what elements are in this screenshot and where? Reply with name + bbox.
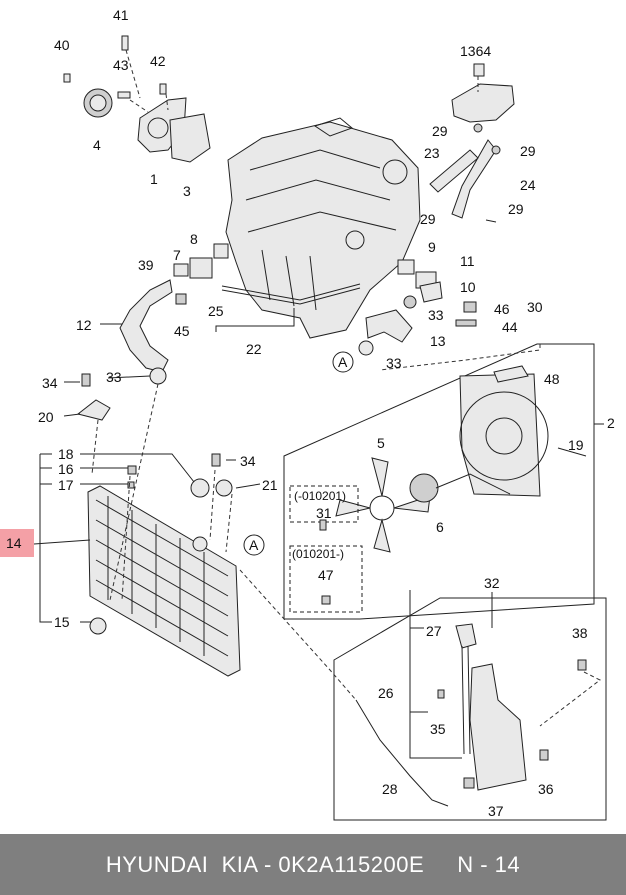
callout-3: 3 [183, 183, 191, 199]
marker-a-top: A [338, 354, 348, 370]
callout-13: 13 [430, 333, 446, 349]
callout-23: 23 [424, 145, 440, 161]
callout-7: 7 [173, 247, 181, 263]
callout-45: 45 [174, 323, 190, 339]
callout-39: 39 [138, 257, 154, 273]
callout-46: 46 [494, 301, 510, 317]
callout-34-b: 34 [240, 453, 256, 469]
callout-5: 5 [377, 435, 385, 451]
callout-17: 17 [58, 477, 74, 493]
callout-9: 9 [428, 239, 436, 255]
callout-date-before: (-010201) [294, 489, 346, 503]
callout-35: 35 [430, 721, 446, 737]
callout-4: 4 [93, 137, 101, 153]
callout-36: 36 [538, 781, 554, 797]
callout-30: 30 [527, 299, 543, 315]
callout-41: 41 [113, 7, 129, 23]
callout-12: 12 [76, 317, 92, 333]
callout-38: 38 [572, 625, 588, 641]
callout-20: 20 [38, 409, 54, 425]
callout-8: 8 [190, 231, 198, 247]
callout-16: 16 [58, 461, 74, 477]
callout-21: 21 [262, 477, 278, 493]
callout-22: 22 [246, 341, 262, 357]
footer-part-number: HYUNDAI KIA - 0K2A115200E N - 14 [105, 851, 521, 877]
callout-29-c: 29 [420, 211, 436, 227]
callout-29-b: 29 [520, 143, 536, 159]
callout-6: 6 [436, 519, 444, 535]
callout-15: 15 [54, 614, 70, 630]
callout-2: 2 [607, 415, 615, 431]
connection-lines [91, 49, 601, 727]
callout-29-d: 29 [508, 201, 524, 217]
callout-19: 19 [568, 437, 584, 453]
fan-group [283, 343, 595, 620]
marker-a-circle-top [332, 351, 354, 373]
callout-44: 44 [502, 319, 518, 335]
callout-14-highlight [0, 529, 34, 557]
callout-27: 27 [426, 623, 442, 639]
radiator [76, 373, 241, 677]
callout-42: 42 [150, 53, 166, 69]
callout-date-after: (010201-) [292, 547, 344, 561]
marker-a-circle-bottom [243, 534, 265, 556]
callout-37: 37 [488, 803, 504, 819]
callout-26: 26 [378, 685, 394, 701]
callout-40: 40 [54, 37, 70, 53]
callout-29-a: 29 [432, 123, 448, 139]
outlet-group [358, 259, 477, 356]
footer-bar: HYUNDAI KIA - 0K2A115200E N - 14 [0, 834, 626, 895]
callout-47: 47 [318, 567, 334, 583]
callout-43: 43 [113, 57, 129, 73]
callout-28: 28 [382, 781, 398, 797]
callout-1: 1 [150, 171, 158, 187]
marker-a-bottom: A [249, 537, 259, 553]
water-pump-group [63, 35, 211, 163]
callout-31: 31 [316, 505, 332, 521]
callout-48: 48 [544, 371, 560, 387]
callout-14: 14 [6, 535, 22, 551]
engine-block [225, 117, 421, 339]
parts-diagram: 41 40 42 43 4 1 3 1364 29 23 29 24 29 29… [0, 7, 615, 821]
callout-18: 18 [58, 446, 74, 462]
callout-10: 10 [460, 279, 476, 295]
callout-33-a: 33 [428, 307, 444, 323]
callout-labels: 41 40 42 43 4 1 3 1364 29 23 29 24 29 29… [6, 7, 615, 819]
callout-33-b: 33 [386, 355, 402, 371]
callout-33-c: 33 [106, 369, 122, 385]
callout-24: 24 [520, 177, 536, 193]
leader-lines [33, 308, 604, 759]
callout-11: 11 [460, 253, 475, 269]
thermostat-group [429, 63, 515, 223]
callout-34-a: 34 [42, 375, 58, 391]
reservoir-group [333, 597, 607, 821]
callout-1364: 1364 [460, 43, 491, 59]
callout-25: 25 [208, 303, 224, 319]
callout-32: 32 [484, 575, 500, 591]
